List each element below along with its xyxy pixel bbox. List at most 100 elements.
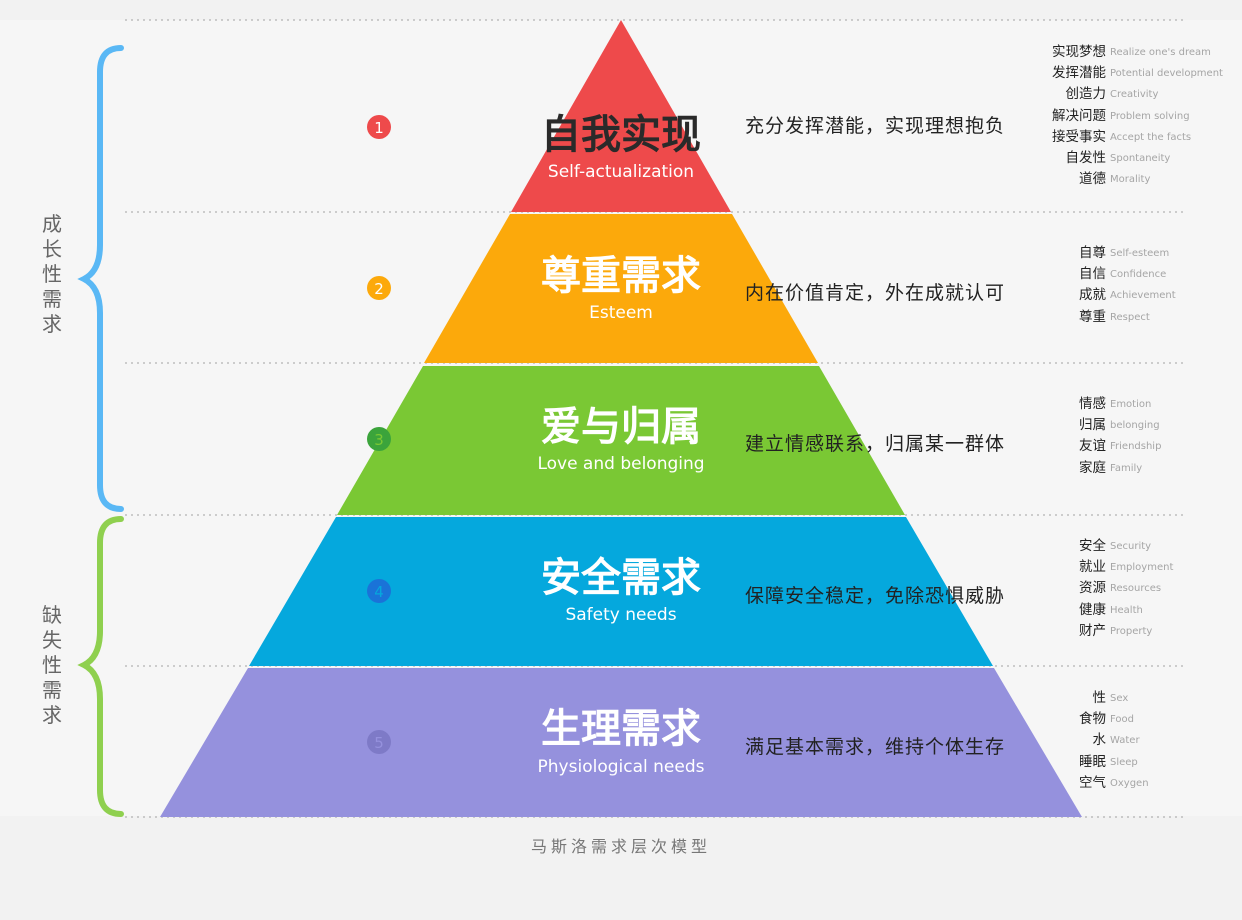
keyword-zh: 自尊 — [1079, 245, 1106, 261]
level-1-title: 自我实现 — [541, 112, 701, 158]
keyword-item: 解决问题 Problem solving — [1000, 106, 1240, 127]
group-label-char: 求 — [42, 703, 62, 727]
group-label-char: 失 — [42, 628, 62, 652]
keyword-item: 友谊 Friendship — [1000, 436, 1240, 457]
layer-physiological — [160, 668, 1082, 817]
keyword-en: Achievement — [1110, 290, 1176, 302]
level-3-subtitle: Love and belonging — [537, 454, 704, 474]
keyword-zh: 健康 — [1079, 601, 1106, 618]
keyword-en: Security — [1110, 541, 1152, 552]
keyword-en: Creativity — [1110, 89, 1159, 101]
level-1-description: 充分发挥潜能，实现理想抱负 — [745, 115, 1006, 137]
level-3-description: 建立情感联系，归属某一群体 — [745, 433, 1006, 455]
level-2-badge — [367, 276, 391, 300]
keyword-item: 家庭 Family — [1000, 458, 1240, 479]
growth-needs-label: 成长性需求 — [40, 212, 64, 337]
keyword-en: Sex — [1110, 693, 1129, 704]
group-label-char: 长 — [42, 237, 62, 261]
keyword-item: 成就 Achievement — [1000, 285, 1240, 306]
keyword-item: 睡眠 Sleep — [1000, 752, 1240, 773]
keyword-en: Oxygen — [1110, 777, 1149, 789]
level-4-number: 4 — [374, 583, 384, 601]
keyword-zh: 友谊 — [1079, 438, 1106, 455]
keyword-zh: 自发性 — [1065, 150, 1107, 166]
keyword-zh: 家庭 — [1079, 459, 1106, 476]
group-label-char: 性 — [42, 653, 62, 677]
level-2-number: 2 — [374, 280, 384, 298]
keyword-en: Water — [1110, 735, 1140, 747]
keyword-en: Morality — [1110, 174, 1151, 186]
keyword-en: Employment — [1110, 562, 1174, 574]
keyword-zh: 情感 — [1079, 396, 1106, 412]
keyword-en: Family — [1110, 462, 1143, 474]
keyword-en: Problem solving — [1110, 110, 1190, 122]
keyword-zh: 成就 — [1079, 287, 1106, 304]
keyword-zh: 空气 — [1079, 774, 1106, 791]
level-2-title: 尊重需求 — [541, 253, 701, 299]
keyword-zh: 解决问题 — [1052, 107, 1106, 124]
keyword-zh: 就业 — [1079, 559, 1106, 576]
keyword-zh: 安全 — [1079, 538, 1106, 554]
keyword-en: Friendship — [1110, 441, 1162, 453]
keyword-item: 空气 Oxygen — [1000, 773, 1240, 794]
level-1-subtitle: Self-actualization — [548, 162, 694, 182]
level-1-number: 1 — [374, 119, 384, 137]
keyword-zh: 性 — [1092, 690, 1107, 706]
keyword-en: belonging — [1110, 420, 1160, 432]
keyword-zh: 自信 — [1079, 266, 1106, 283]
group-label-char: 需 — [42, 678, 62, 702]
level-5-description: 满足基本需求，维持个体生存 — [745, 736, 1006, 758]
deficiency-needs-brace — [77, 516, 124, 817]
keyword-en: Self-esteem — [1110, 248, 1170, 259]
diagram-caption: 马斯洛需求层次模型 — [530, 837, 711, 856]
group-label-char: 求 — [42, 312, 62, 336]
level-4-subtitle: Safety needs — [565, 605, 676, 625]
keyword-zh: 归属 — [1079, 417, 1106, 434]
keyword-item: 尊重 Respect — [1000, 307, 1240, 328]
keyword-item: 归属 belonging — [1000, 415, 1240, 436]
layer-self-actualization — [511, 20, 731, 212]
keyword-en: Sleep — [1110, 756, 1138, 768]
keyword-zh: 发挥潜能 — [1052, 65, 1106, 82]
level-4-title: 安全需求 — [541, 555, 701, 601]
level-3-number: 3 — [374, 431, 384, 449]
keyword-en: Spontaneity — [1110, 153, 1171, 164]
keyword-en: Food — [1110, 714, 1134, 726]
layer-safety — [249, 517, 993, 666]
level-3-title: 爱与归属 — [541, 404, 701, 450]
level-2-description: 内在价值肯定，外在成就认可 — [745, 282, 1006, 304]
level-5-badge — [367, 730, 391, 754]
keyword-zh: 创造力 — [1065, 86, 1107, 103]
group-label-char: 需 — [42, 287, 62, 311]
level-5-title: 生理需求 — [541, 706, 701, 752]
keyword-zh: 尊重 — [1079, 308, 1106, 325]
keyword-en: Confidence — [1110, 269, 1167, 281]
layer-esteem — [424, 214, 818, 363]
level-1-badge — [367, 115, 391, 139]
keyword-zh: 资源 — [1079, 580, 1106, 597]
keyword-item: 资源 Resources — [1000, 578, 1240, 599]
keyword-en: Property — [1110, 625, 1153, 637]
keyword-zh: 睡眠 — [1079, 753, 1106, 770]
keyword-en: Health — [1110, 604, 1143, 616]
keyword-en: Accept the facts — [1110, 131, 1192, 143]
group-label-char: 缺 — [42, 603, 62, 627]
keyword-en: Respect — [1110, 311, 1150, 323]
keyword-en: Resources — [1110, 583, 1162, 595]
level-2-subtitle: Esteem — [589, 303, 653, 323]
level-4-description: 保障安全稳定，免除恐惧威胁 — [745, 585, 1006, 607]
level-5-subtitle: Physiological needs — [538, 757, 705, 777]
keyword-item: 自信 Confidence — [1000, 264, 1240, 285]
